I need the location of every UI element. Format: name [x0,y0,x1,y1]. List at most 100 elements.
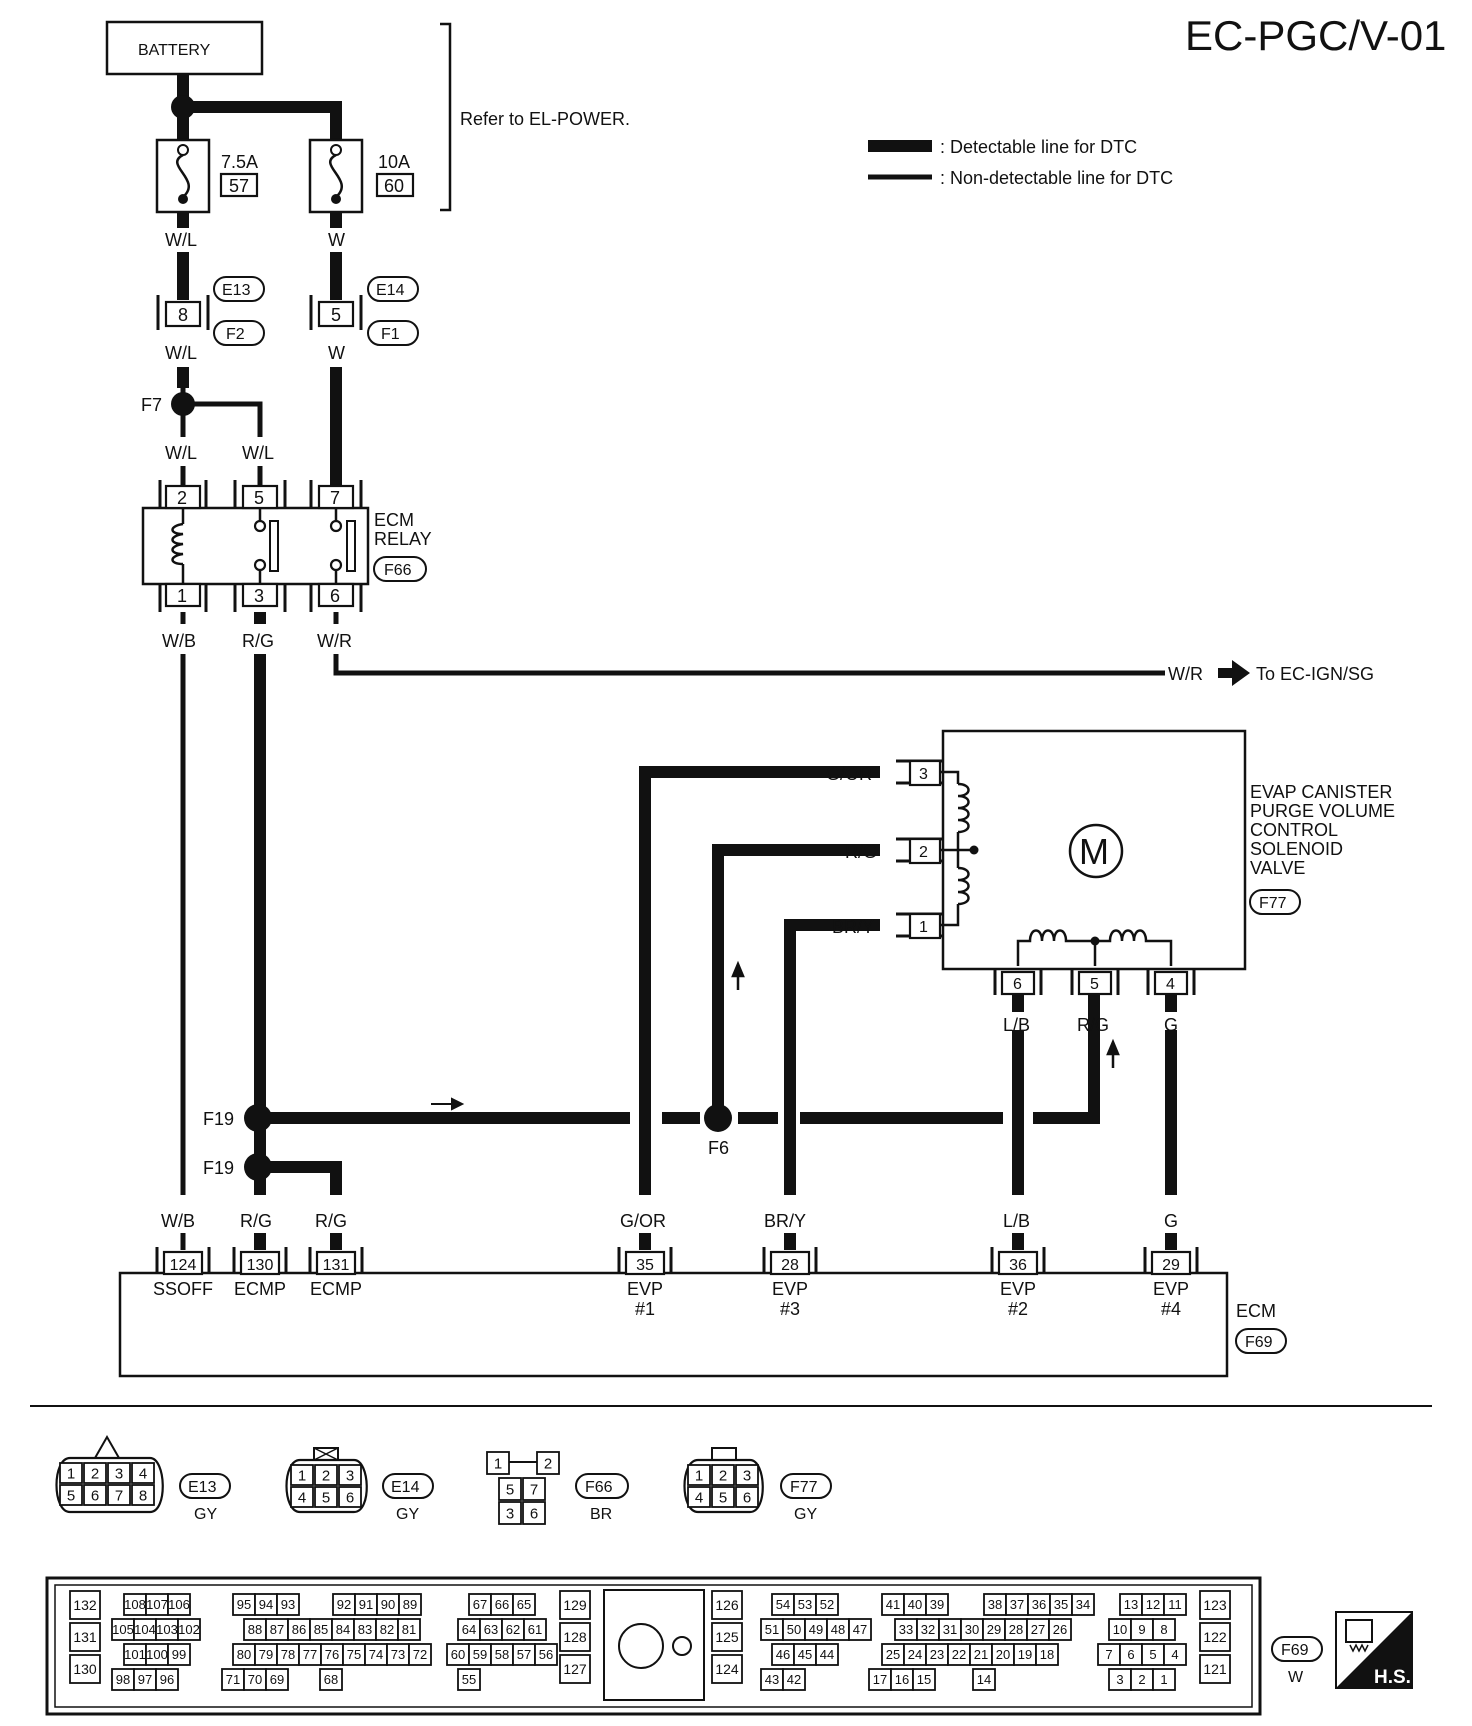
ecm-terminal-name: EVP [772,1279,808,1299]
svg-text:F77: F77 [790,1479,818,1496]
ecm-face-pin-131: 131 [69,1622,101,1652]
connector-icon [1345,1619,1373,1643]
page-title: EC-PGC/V-01 [1185,12,1446,59]
svg-text:5: 5 [254,488,264,508]
svg-text:E13: E13 [188,1479,217,1496]
svg-text:5: 5 [506,1481,514,1498]
pin-f77-face-6: 6 [735,1486,759,1508]
svg-text:93: 93 [281,1597,295,1612]
svg-text:102: 102 [178,1622,200,1637]
inline-connector-e14-f1: 5 [309,295,363,330]
svg-text:3: 3 [346,1467,354,1484]
svg-text:84: 84 [336,1622,350,1637]
wire-label-wb-2: W/B [161,1211,195,1231]
svg-text:H.S.: H.S. [1374,1667,1411,1688]
svg-text:M: M [1079,831,1109,872]
svg-text:7: 7 [530,1481,538,1498]
svg-text:GY: GY [194,1506,217,1523]
svg-text:21: 21 [974,1647,988,1662]
svg-text:94: 94 [259,1597,273,1612]
ecm-terminal-name: SSOFF [153,1279,213,1299]
svg-text:35: 35 [1054,1597,1068,1612]
svg-text:91: 91 [359,1597,373,1612]
ecm-face-pin-2: 2 [1130,1668,1154,1691]
svg-text:128: 128 [563,1629,587,1645]
svg-text:131: 131 [323,1257,350,1274]
svg-text:48: 48 [831,1622,845,1637]
svg-text:GY: GY [396,1506,419,1523]
ecm-face-pin-17: 17 [868,1668,892,1691]
up-arrow-icon-2 [1106,1038,1120,1068]
ecm-face-pin-16: 16 [890,1668,914,1691]
wire-label-lb-2: L/B [1003,1211,1030,1231]
svg-text:6: 6 [530,1505,538,1522]
ecm-terminal-sub: #2 [1008,1299,1028,1319]
valve-label-5: VALVE [1250,858,1305,878]
svg-text:7: 7 [115,1487,123,1504]
ecm-face-pin-75: 75 [342,1643,366,1666]
pin-e13-face-1: 1 [59,1462,83,1484]
inline-connector-e13-f2: 8 [156,295,210,330]
ecm-face-pin-58: 58 [490,1643,514,1666]
wire-label-bry-1: BR/Y [832,917,874,937]
svg-text:58: 58 [495,1647,509,1662]
svg-text:9: 9 [1138,1622,1145,1637]
svg-text:5: 5 [1149,1647,1156,1662]
pin-e13-face-5: 5 [59,1484,83,1506]
pin-f77-face-5: 5 [711,1486,735,1508]
svg-text:46: 46 [776,1647,790,1662]
ecm-face-pin-46: 46 [771,1643,795,1666]
relay-switch-icon [253,508,356,584]
svg-text:27: 27 [1031,1622,1045,1637]
wire-f7-branch [183,401,263,437]
ecm-face-pin-9: 9 [1130,1618,1154,1641]
svg-text:31: 31 [943,1622,957,1637]
svg-text:F66: F66 [384,562,412,579]
pin-f77-face-4: 4 [687,1486,711,1508]
svg-text:55: 55 [462,1672,476,1687]
svg-text:80: 80 [237,1647,251,1662]
wire-gor [639,766,880,1195]
svg-text:65: 65 [517,1597,531,1612]
svg-text:6: 6 [1013,976,1022,993]
svg-text:99: 99 [172,1647,186,1662]
flow-arrow-icon [431,1097,465,1111]
ecm-face-pin-77: 77 [298,1643,322,1666]
svg-text:103: 103 [156,1622,178,1637]
to-ign-label: To EC-IGN/SG [1256,664,1374,684]
svg-text:W: W [1288,1669,1304,1686]
ecm-terminal-name: EVP [627,1279,663,1299]
ecm-face-pin-102: 102 [177,1618,201,1641]
ecm-face-pin-82: 82 [375,1618,399,1641]
svg-text:98: 98 [116,1672,130,1687]
svg-text:13: 13 [1124,1597,1138,1612]
ecm-face-pin-61: 61 [523,1618,547,1641]
ecm-face-pin-18: 18 [1035,1643,1059,1666]
ecm-face-pin-72: 72 [408,1643,432,1666]
ecm-terminal-name: ECMP [310,1279,362,1299]
battery-label: BATTERY [138,42,211,59]
up-arrow-icon-1 [731,960,745,990]
wire-label-gor-1: G/OR [826,764,872,784]
label-f69-face: F69 W [1271,1636,1323,1686]
svg-text:108: 108 [124,1597,146,1612]
ecm-terminal-sub: #1 [635,1299,655,1319]
ecm-face-pin-96: 96 [155,1668,179,1691]
valve-bottom-pins: 6 5 4 [993,969,1196,996]
svg-text:14: 14 [977,1672,991,1687]
relay-coil-icon [171,508,185,584]
ecm-face-pin-35: 35 [1049,1593,1073,1616]
ecm-face-pin-108: 108 [123,1593,147,1616]
ecm-face-pin-103: 103 [155,1618,179,1641]
svg-text:63: 63 [484,1622,498,1637]
svg-text:67: 67 [473,1597,487,1612]
svg-text:130: 130 [73,1661,97,1677]
wire-label-bry-2: BR/Y [764,1211,806,1231]
ecm-face-pin-54: 54 [771,1593,795,1616]
ecm-face-pin-105: 105 [111,1618,135,1641]
svg-text:124: 124 [170,1257,197,1274]
ecm-face-pin-86: 86 [287,1618,311,1641]
